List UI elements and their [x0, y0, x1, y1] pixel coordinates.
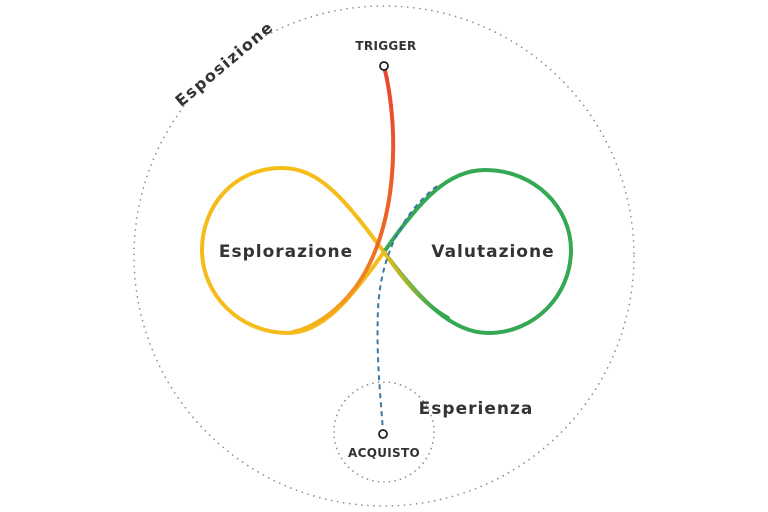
- crossing-gradient-segment: [382, 250, 450, 320]
- trigger-node: [379, 61, 389, 71]
- valutazione-loop: [382, 168, 573, 335]
- esposizione-boundary: [133, 5, 635, 507]
- label-esperienza: Esperienza: [419, 399, 534, 419]
- label-esplorazione: Esplorazione: [219, 242, 353, 262]
- label-esposizione: Esposizione: [171, 17, 277, 110]
- label-trigger: TRIGGER: [355, 39, 416, 53]
- acquisto-node: [378, 429, 388, 439]
- label-acquisto: ACQUISTO: [348, 446, 420, 460]
- esperienza-boundary: [333, 381, 435, 483]
- trigger-path: [291, 64, 396, 334]
- label-valutazione: Valutazione: [431, 242, 554, 262]
